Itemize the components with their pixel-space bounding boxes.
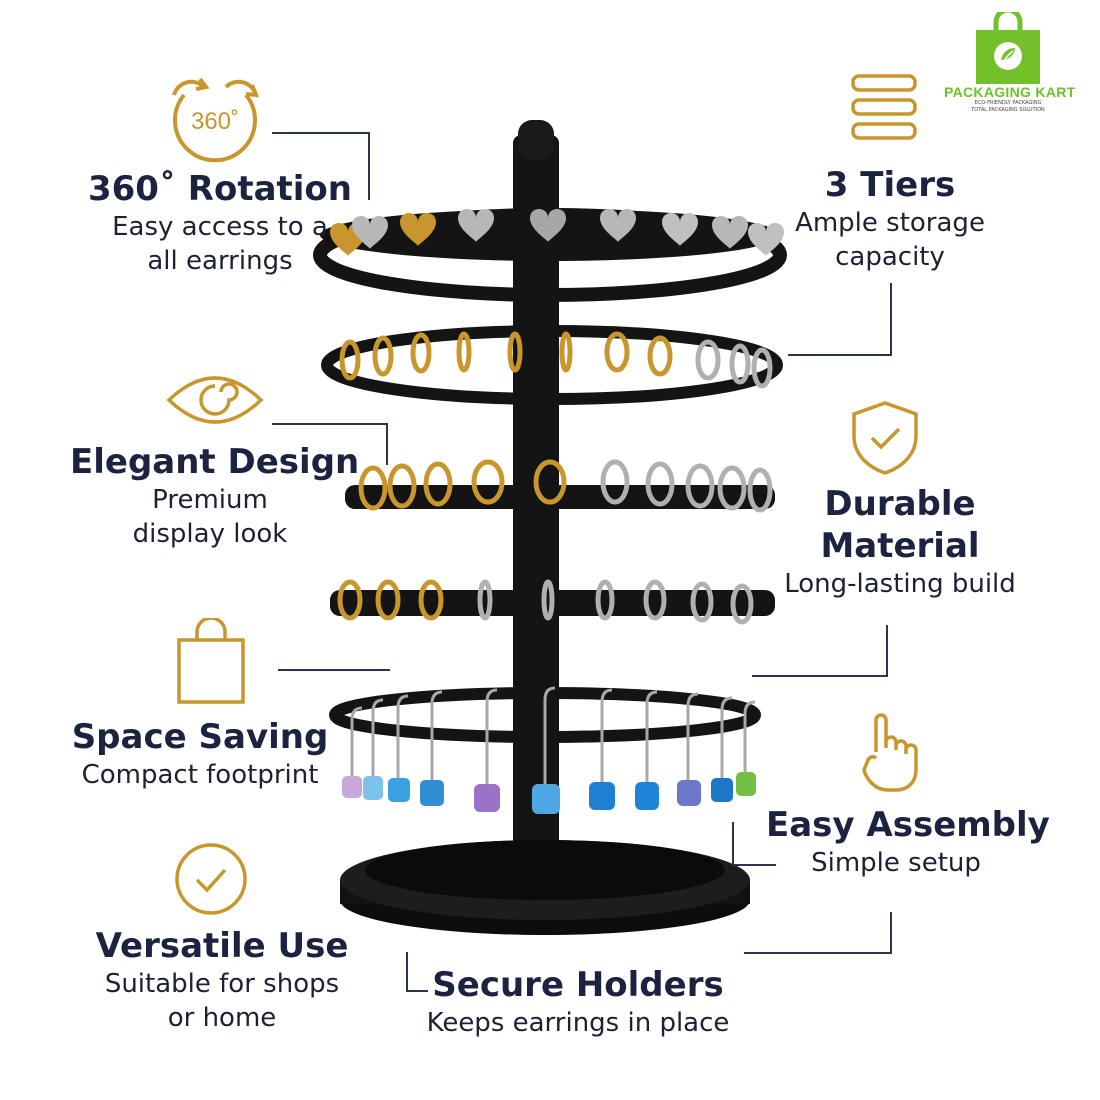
earring-stand-illustration	[313, 120, 787, 935]
shopping-bag-logo-icon	[976, 12, 1040, 84]
connector-durable-h	[752, 675, 888, 677]
feature-assembly-title: Easy Assembly	[766, 805, 1050, 845]
connector-durable-v	[886, 625, 888, 677]
shield-check-icon	[850, 400, 920, 476]
feature-tiers-desc-2: capacity	[835, 242, 945, 272]
connector-tiers-v	[890, 283, 892, 356]
feature-space-title: Space Saving	[71, 717, 329, 757]
feature-rotation-desc-2: all earrings	[147, 246, 293, 276]
dangle-earrings	[350, 686, 756, 800]
stacked-layers-icon	[850, 72, 918, 144]
feature-rotation-desc-1: Easy access to a	[112, 212, 328, 242]
feature-durable-title-2: Material	[820, 526, 980, 566]
brand-tagline-2: TOTAL PACKAGING SOLUTION	[971, 107, 1045, 113]
connector-secure-h	[744, 952, 892, 954]
connector-space	[278, 669, 390, 671]
feature-tiers-title: 3 Tiers	[824, 165, 956, 205]
feature-versatile: Versatile Use Suitable for shops or home	[72, 925, 372, 1035]
feature-durable: Durable Material Long-lasting build	[770, 483, 1030, 601]
check-circle-icon	[174, 842, 248, 916]
connector-rotation-v	[368, 132, 370, 200]
feature-secure: Secure Holders Keeps earrings in place	[420, 964, 736, 1040]
connector-rotation	[272, 132, 370, 134]
feature-versatile-desc-2: or home	[167, 1003, 277, 1033]
feature-elegant-title: Elegant Design	[70, 442, 360, 482]
feature-secure-desc-1: Keeps earrings in place	[426, 1008, 730, 1038]
connector-tiers-h	[788, 354, 892, 356]
hoop-earrings-row-3	[358, 459, 773, 513]
feature-tiers-desc-1: Ample storage	[795, 208, 985, 238]
feature-durable-title-1: Durable	[824, 484, 976, 524]
feature-assembly: Easy Assembly Simple setup	[766, 804, 1050, 880]
feature-space-desc-1: Compact footprint	[81, 760, 319, 790]
connector-versatile-h	[406, 990, 428, 992]
hoop-earrings-row-4	[337, 579, 754, 625]
feature-versatile-desc-1: Suitable for shops	[104, 969, 340, 999]
connector-elegant	[272, 423, 388, 425]
feature-durable-desc-1: Long-lasting build	[784, 569, 1016, 599]
connector-versatile-v	[406, 952, 408, 992]
connector-secure-v	[890, 912, 892, 954]
brand-tagline-1: ECO-FRIENDLY PACKAGING	[974, 100, 1042, 106]
heart-earrings	[330, 209, 784, 256]
hand-pointing-icon	[860, 712, 920, 794]
feature-rotation-title: 360˚ Rotation	[87, 169, 352, 209]
feature-space: Space Saving Compact footprint	[60, 716, 340, 792]
brand-name: PACKAGING KART	[944, 84, 1076, 100]
hoop-earrings-row-2	[339, 331, 773, 389]
connector-assembly-h	[732, 864, 776, 866]
eye-icon	[165, 370, 265, 430]
rotation-icon-label: 360˚	[191, 108, 239, 135]
connector-elegant-v	[386, 423, 388, 465]
brand-logo: PACKAGING KART ECO-FRIENDLY PACKAGING TO…	[944, 12, 1076, 114]
feature-assembly-desc-1: Simple setup	[811, 848, 981, 878]
feature-rotation: 360˚ Rotation Easy access to a all earri…	[60, 168, 380, 278]
gemstones	[342, 772, 756, 814]
feature-secure-title: Secure Holders	[432, 965, 724, 1005]
feature-tiers: 3 Tiers Ample storage capacity	[760, 164, 1020, 274]
shopping-bag-icon	[175, 618, 247, 704]
feature-elegant-desc-1: Premium	[152, 485, 268, 515]
feature-versatile-title: Versatile Use	[95, 926, 349, 966]
connector-assembly-v	[732, 822, 734, 866]
feature-elegant-desc-2: display look	[132, 519, 288, 549]
rotation-360-icon: 360˚	[160, 65, 270, 175]
feature-elegant: Elegant Design Premium display look	[70, 441, 360, 551]
